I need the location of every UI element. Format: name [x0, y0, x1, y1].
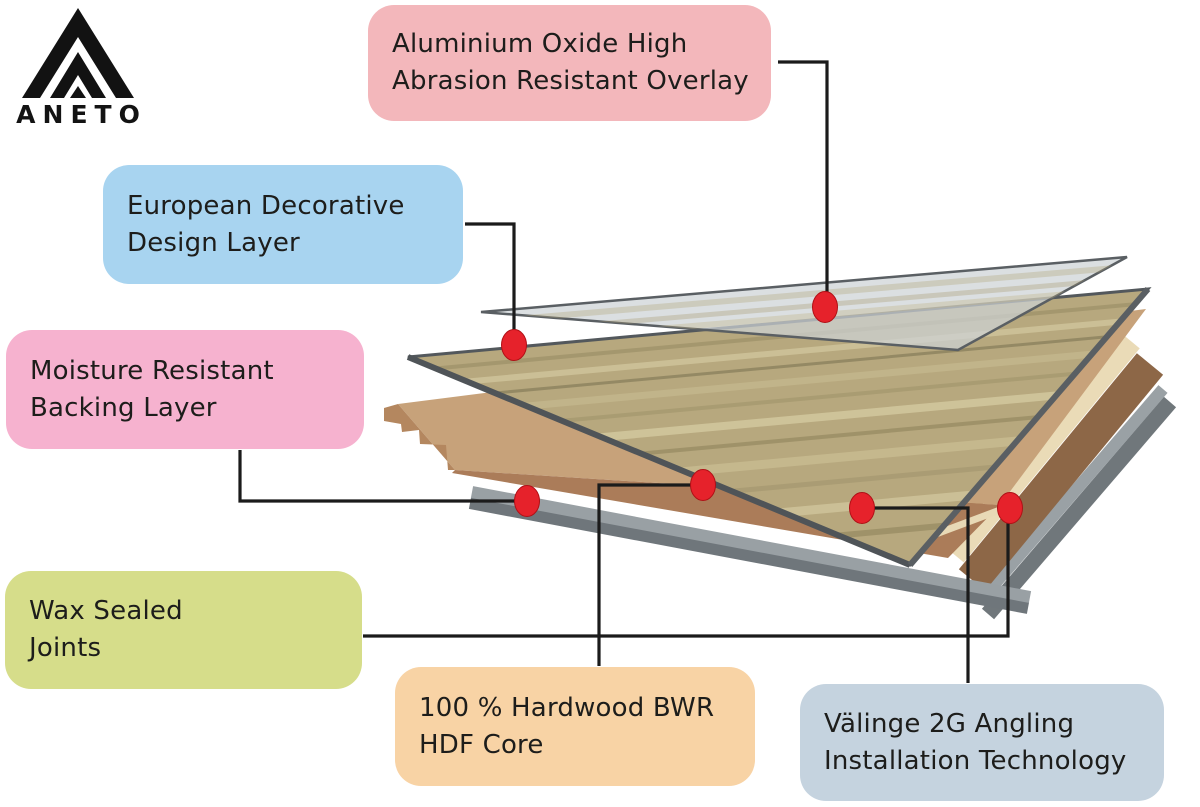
callout-line: Backing Layer — [30, 392, 217, 423]
moisture-backing-sheet — [468, 486, 1032, 614]
connector-wax-joints — [363, 522, 1010, 638]
marker-aluminium-oxide — [812, 291, 838, 323]
callout-moisture-resistant-backing: Moisture Resistant Backing Layer — [6, 330, 364, 449]
connector-hdf-core — [597, 483, 700, 666]
callout-hardwood-hdf-core: 100 % Hardwood BWR HDF Core — [395, 667, 755, 786]
connector-moisture-backing — [238, 450, 523, 503]
joint-backing-top-edge — [975, 385, 1168, 605]
callout-line: Wax Sealed — [29, 596, 183, 626]
callout-line: European Decorative — [127, 190, 405, 221]
callout-line: Välinge 2G Angling — [824, 708, 1075, 739]
marker-valinge-groove — [849, 492, 875, 524]
wax-edge-strip — [948, 335, 1140, 563]
backing-top-face — [470, 486, 1032, 603]
joint-core-edge — [958, 353, 1164, 591]
mountain-logo-icon — [22, 8, 134, 98]
marker-wax-joint — [997, 492, 1023, 524]
callout-line: 100 % Hardwood BWR — [419, 692, 715, 723]
connector-aluminium-oxide — [778, 60, 829, 303]
callout-line: Aluminium Oxide High — [392, 29, 688, 59]
marker-decorative-design — [501, 329, 527, 361]
brand-name: ANETO — [16, 100, 147, 129]
callout-european-decorative-design: European Decorative Design Layer — [103, 165, 463, 284]
design-sheet-front-trim — [406, 354, 912, 568]
joint-backing-front-edge — [981, 396, 1177, 620]
callout-line: Installation Technology — [824, 745, 1127, 776]
overlay-sheet-face — [480, 255, 1128, 352]
core-tongue-profile — [384, 404, 455, 470]
callout-line: Moisture Resistant — [30, 355, 274, 386]
marker-moisture-backing — [514, 485, 540, 517]
backing-front-edge — [468, 497, 1030, 614]
callout-line: Abrasion Resistant Overlay — [392, 66, 749, 96]
callout-wax-sealed-joints: Wax Sealed Joints — [5, 571, 362, 689]
decorative-design-sheet — [406, 287, 1152, 568]
connector-lines — [238, 60, 1010, 683]
marker-hdf-core — [690, 469, 716, 501]
brand-logo: ANETO — [6, 6, 150, 128]
callout-aluminium-oxide-overlay: Aluminium Oxide High Abrasion Resistant … — [368, 5, 771, 121]
connector-valinge — [862, 506, 970, 683]
design-sheet-right-trim — [907, 287, 1151, 567]
callout-valinge-installation: Välinge 2G Angling Installation Technolo… — [800, 684, 1164, 801]
callout-line: Joints — [29, 633, 102, 663]
callout-line: Design Layer — [127, 227, 300, 258]
marker-dots — [501, 291, 1023, 524]
connector-decorative-design — [465, 222, 516, 341]
callout-line: HDF Core — [419, 729, 544, 760]
